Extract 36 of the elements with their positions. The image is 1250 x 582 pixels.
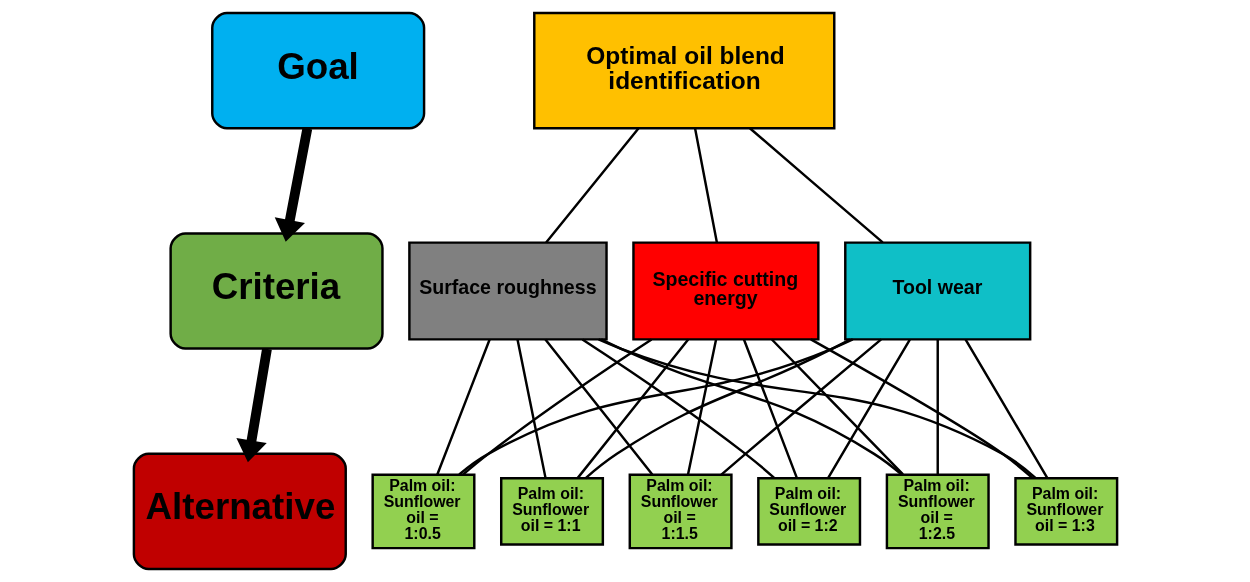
connector — [686, 339, 717, 475]
connector — [936, 339, 939, 475]
node-box: Palm oil: Sunflower oil = 1:2.5 — [885, 473, 990, 550]
connector — [576, 338, 689, 479]
node-box: Optimal oil blend identification — [532, 11, 835, 130]
connector — [693, 128, 718, 243]
node-box: Surface roughness — [407, 241, 608, 341]
connector — [457, 338, 853, 476]
connector — [809, 338, 1033, 480]
connector — [597, 338, 1037, 480]
connector — [584, 338, 850, 480]
node-box: Criteria — [168, 232, 384, 350]
node-box: Specific cutting energy — [631, 241, 820, 341]
connector — [543, 338, 653, 476]
connector — [964, 338, 1048, 479]
connector — [515, 339, 547, 479]
arrow — [274, 127, 312, 242]
connector — [742, 339, 798, 479]
connector — [435, 339, 491, 475]
arrow — [235, 348, 272, 463]
connector — [461, 338, 652, 476]
node-box: Tool wear — [843, 241, 1031, 341]
connector — [600, 338, 902, 476]
node-box: Palm oil: Sunflower oil = 1:1 — [499, 477, 604, 546]
node-box: Alternative — [132, 452, 347, 571]
connector — [826, 338, 911, 479]
connector — [748, 127, 883, 244]
node-box: Palm oil: Sunflower oil = 1:2 — [756, 477, 861, 546]
connector — [720, 338, 882, 476]
node-box: Palm oil: Sunflower oil = 1:1.5 — [628, 473, 733, 550]
node-box: Palm oil: Sunflower oil = 1:0.5 — [370, 473, 475, 550]
connector — [581, 338, 775, 479]
connector — [544, 127, 639, 244]
node-box: Goal — [210, 11, 425, 130]
connector — [770, 338, 904, 476]
node-box: Palm oil: Sunflower oil = 1:3 — [1013, 477, 1118, 546]
